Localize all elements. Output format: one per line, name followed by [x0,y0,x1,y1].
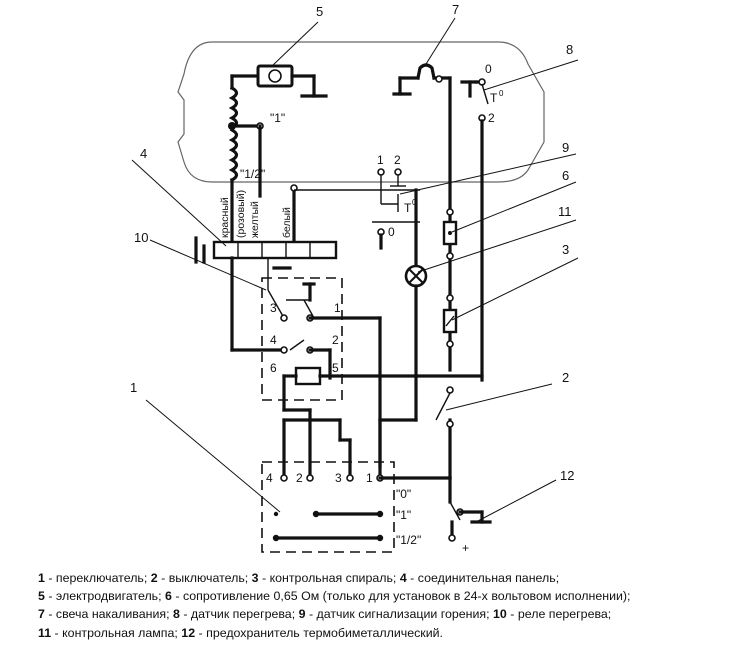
legend: 1 - переключатель; 2 - выключатель; 3 - … [38,569,728,642]
terminal-label: 0 [485,62,492,76]
legend-text: - электродвигатель; [44,589,166,604]
callout-6: 6 [562,168,569,183]
legend-text: - выключатель; [157,571,252,585]
legend-number: 12 [181,625,196,640]
callout-8: 8 [566,42,573,57]
terminal-label: 2 [332,333,339,347]
legend-number: 6 [165,589,172,604]
legend-row: 5 - электродвигатель; 6 - сопротивление … [38,587,728,605]
heater-body-outline [177,41,545,183]
terminal-label: 2 [394,153,401,167]
legend-text: - контрольная спираль; [258,571,400,585]
wiring-diagram: красный (розовый) желтый белый "1" "1/2"… [130,2,579,555]
terminal-label: 3 [335,471,342,485]
callout-2: 2 [562,370,569,385]
legend-text: - сопротивление 0,65 Ом (только для уста… [171,589,631,604]
wire-label-yellow: желтый [249,201,261,238]
terminal-label: "1/2" [240,167,265,181]
flame-sensor [372,168,420,266]
wire-label-pink: (розовый) [235,190,247,238]
control-lamp [378,264,428,480]
plus-terminal-label: + [462,541,469,555]
motor-coil [228,85,420,244]
callout-10: 10 [134,230,148,245]
legend-row: 11 - контрольная лампа; 12 - предохранит… [38,624,728,642]
legend-text: - реле перегрева; [506,607,612,622]
callout-7: 7 [452,2,459,17]
callout-11: 11 [558,204,572,219]
callout-9: 9 [562,140,569,155]
legend-number: 4 [399,571,407,585]
legend-text: - датчик сигнализации горения; [305,607,494,622]
legend-text: - контрольная лампа; [51,625,182,640]
glow-plug [392,63,452,372]
resistor-0-65-ohm [442,208,458,260]
position-label: "1/2" [396,533,421,547]
electric-motor [230,64,328,98]
legend-text: - датчик перегрева; [179,607,299,622]
callout-4: 4 [140,146,147,161]
terminal-label: 1 [366,471,373,485]
position-label: "0" [396,487,411,501]
legend-number: 8 [173,607,180,622]
wire-label-red: красный [219,197,231,238]
callout-12: 12 [560,468,574,483]
terminal-label: 2 [488,111,495,125]
callout-3: 3 [562,242,569,257]
wire-label-white: белый [281,207,293,238]
callout-5: 5 [316,4,323,19]
terminal-label: 2 [296,471,303,485]
terminal-label: 1 [377,153,384,167]
legend-number: 9 [298,607,306,622]
terminal-label: 6 [270,361,277,375]
terminal-label: 0 [412,198,417,207]
overheat-relay [230,256,484,480]
legend-text: - переключатель; [44,571,151,585]
legend-number: 11 [38,625,52,640]
terminal-label: 0 [499,89,504,98]
legend-text: - предохранитель термобиметаллический. [195,625,443,640]
terminal-label: T [404,201,412,215]
legend-number: 3 [251,571,259,585]
power-switch [435,392,454,480]
terminal-label: 3 [270,301,277,315]
terminal-label: 4 [270,333,277,347]
legend-text: - свеча накаливания; [44,607,173,622]
terminal-label: 4 [266,471,273,485]
callout-1: 1 [130,380,137,395]
terminal-label: 0 [388,225,395,239]
position-label: "1" [396,508,411,522]
thermobimetal-fuse [448,476,492,542]
legend-number: 2 [150,571,158,585]
overheat-sensor [460,78,489,382]
terminal-label: 5 [332,361,339,375]
legend-number: 10 [493,607,507,622]
terminal-label: "1" [270,111,285,125]
legend-row: 7 - свеча накаливания; 8 - датчик перегр… [38,605,728,623]
selector-switch [261,461,452,553]
legend-number: 7 [38,607,45,622]
terminal-label: 1 [334,301,341,315]
callout-leaders [131,17,579,523]
terminal-label: T [490,91,498,105]
connection-panel [194,236,338,270]
legend-number: 1 [38,571,45,585]
legend-number: 5 [38,589,45,604]
control-coil [442,294,458,394]
legend-text: - соединительная панель; [406,571,560,585]
legend-row: 1 - переключатель; 2 - выключатель; 3 - … [38,569,728,587]
